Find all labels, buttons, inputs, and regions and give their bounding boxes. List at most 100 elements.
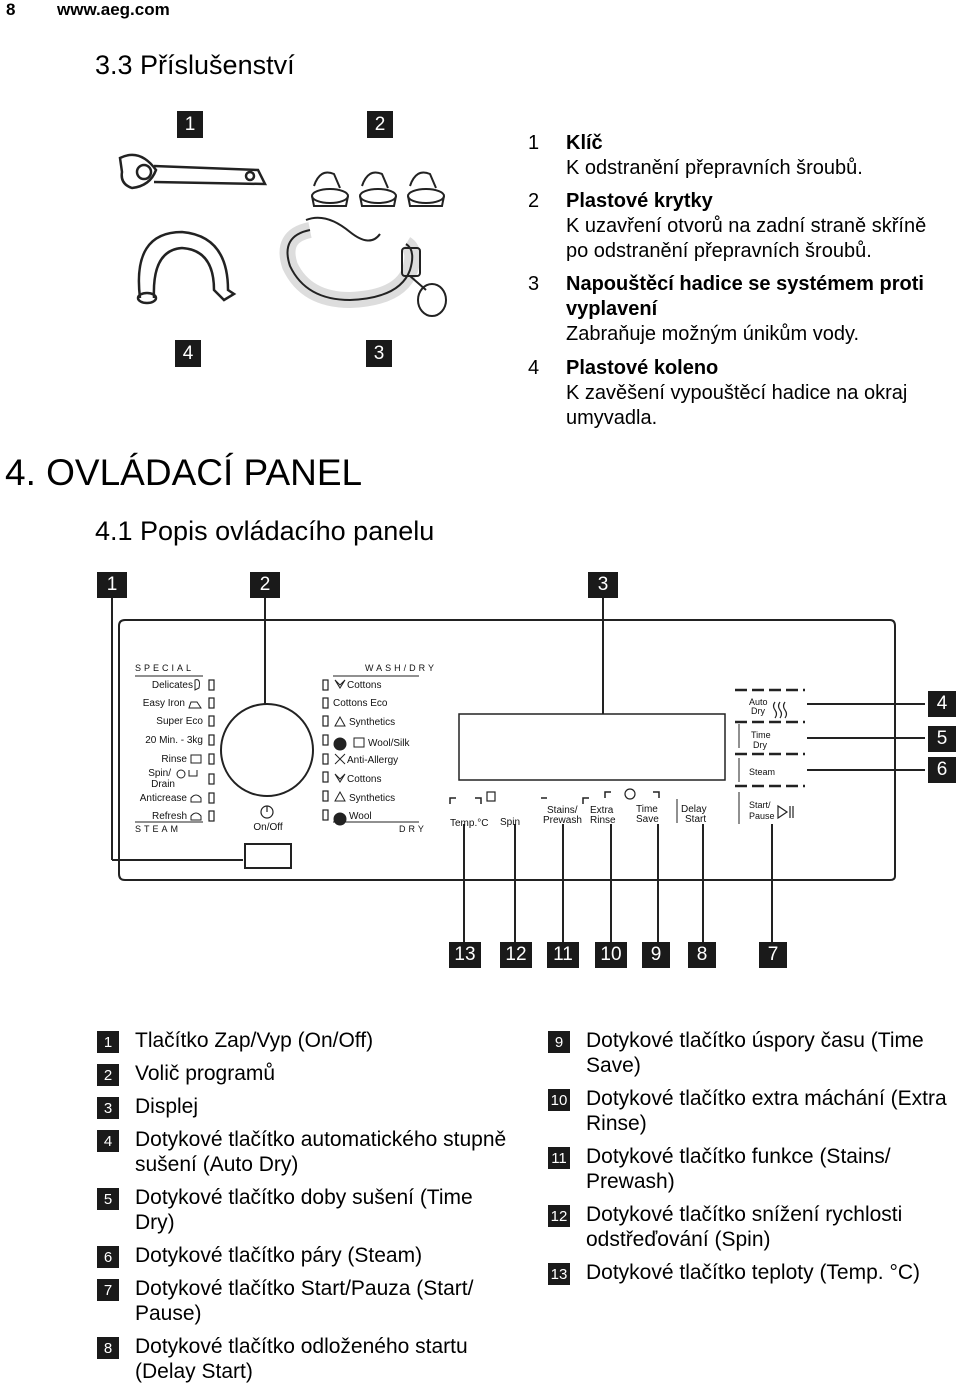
elbow-icon: [136, 230, 237, 305]
program-cottons[interactable]: Cottons: [347, 680, 381, 691]
control-panel-diagram: SPECIAL STEAM Delicates Easy Iron Super …: [111, 598, 925, 942]
stains-button-line1[interactable]: Stains/: [547, 805, 578, 816]
program-cottons-dry[interactable]: Cottons: [347, 774, 381, 785]
accessory-description: K odstranění přepravních šroubů.: [566, 157, 863, 179]
program-wool-dry[interactable]: Wool: [349, 811, 372, 822]
program-drain[interactable]: Drain: [151, 779, 175, 790]
display: [458, 713, 726, 781]
program-refresh[interactable]: Refresh: [152, 811, 187, 822]
accessories-heading: 3.3 Příslušenství: [95, 50, 295, 80]
time-dry-button-line1[interactable]: Time: [751, 730, 771, 740]
stains-button-line2[interactable]: Prewash: [543, 815, 582, 826]
time-dry-button-line2[interactable]: Dry: [753, 740, 767, 750]
special-heading: SPECIAL: [135, 663, 194, 673]
time-save-button-line2[interactable]: Save: [636, 814, 659, 825]
program-20min[interactable]: 20 Min. - 3kg: [145, 735, 203, 746]
start-pause-button-line2[interactable]: Pause: [749, 811, 775, 821]
program-wool-silk[interactable]: Wool/Silk: [368, 738, 410, 749]
accessory-number: 2: [528, 190, 540, 212]
accessory-image-label-3: 3: [366, 340, 392, 367]
accessory-number: 3: [528, 273, 540, 295]
time-save-button-line1[interactable]: Time: [636, 804, 658, 815]
auto-dry-button-line1[interactable]: Auto: [749, 697, 768, 707]
legend-item-5: 5 Dotykové tlačítko doby sušení (Time Dr…: [97, 1185, 517, 1235]
legend-text: Dotykové tlačítko úspory času (Time Save…: [586, 1029, 924, 1077]
temp-lock-icon: [486, 791, 496, 802]
accessory-image-label-4: 4: [175, 340, 201, 367]
play-pause-icon: [777, 804, 794, 820]
accessory-image-label-2: 2: [367, 111, 393, 138]
legend-number: 13: [548, 1263, 570, 1285]
accessories-illustration: [118, 153, 447, 317]
panel-label-12: 12: [500, 942, 532, 968]
auto-dry-button-line2[interactable]: Dry: [751, 706, 765, 716]
program-cottons-eco[interactable]: Cottons Eco: [333, 698, 388, 709]
start-pause-button-line1[interactable]: Start/: [749, 800, 771, 810]
legend-number: 4: [97, 1130, 119, 1152]
program-super-eco[interactable]: Super Eco: [156, 716, 203, 727]
control-panel-heading: 4. OVLÁDACÍ PANEL: [5, 452, 363, 493]
temp-button[interactable]: Temp.°C: [450, 818, 488, 829]
legend-item-1: 1 Tlačítko Zap/Vyp (On/Off): [97, 1028, 517, 1053]
legend-item-6: 6 Dotykové tlačítko páry (Steam): [97, 1243, 517, 1268]
legend-text: Dotykové tlačítko funkce (Stains/ Prewas…: [586, 1145, 891, 1193]
program-easy-iron[interactable]: Easy Iron: [143, 698, 185, 709]
heat-waves-icon: [772, 701, 788, 719]
legend-number: 6: [97, 1246, 119, 1268]
spin-button[interactable]: Spin: [500, 817, 520, 828]
program-anticrease[interactable]: Anticrease: [140, 793, 188, 804]
panel-label-8: 8: [688, 942, 716, 968]
accessory-image-label-1: 1: [177, 111, 203, 138]
legend-text: Dotykové tlačítko automatického stupně s…: [135, 1128, 507, 1176]
legend-number: 8: [97, 1337, 119, 1359]
legend-item-13: 13 Dotykové tlačítko teploty (Temp. °C): [548, 1260, 958, 1285]
steam-button[interactable]: Steam: [749, 767, 775, 777]
legend-number: 2: [97, 1064, 119, 1086]
program-spin[interactable]: Spin/: [148, 768, 171, 779]
panel-label-1: 1: [97, 572, 127, 598]
panel-label-9: 9: [642, 942, 670, 968]
hose-icon: [279, 216, 447, 317]
panel-label-7: 7: [759, 942, 787, 968]
legend-text: Dotykové tlačítko páry (Steam): [135, 1244, 423, 1267]
panel-label-4: 4: [928, 691, 956, 717]
legend-number: 10: [548, 1089, 570, 1111]
wash-dry-heading: WASH/DRY: [365, 663, 437, 673]
accessory-title: Napouštěcí hadice se systémem proti vypl…: [566, 273, 924, 320]
legend-text: Dotykové tlačítko extra máchání (Extra R…: [586, 1087, 947, 1135]
legend-text: Volič programů: [135, 1062, 276, 1085]
panel-label-6: 6: [928, 757, 956, 783]
program-delicates[interactable]: Delicates: [152, 680, 193, 691]
accessory-item-3: 3 Napouštěcí hadice se systémem proti vy…: [528, 272, 953, 347]
accessory-title: Plastové krytky: [566, 190, 713, 212]
legend-item-3: 3 Displej: [97, 1094, 517, 1119]
legend-item-8: 8 Dotykové tlačítko odloženého startu (D…: [97, 1334, 517, 1384]
legend-number: 3: [97, 1097, 119, 1119]
legend-item-2: 2 Volič programů: [97, 1061, 517, 1086]
accessory-description: K zavěšení vypouštěcí hadice na okraj um…: [566, 382, 908, 429]
delay-start-button-line1[interactable]: Delay: [681, 804, 707, 815]
dry-heading: DRY: [399, 824, 427, 834]
delay-start-button-line2[interactable]: Start: [685, 814, 706, 825]
accessory-number: 1: [528, 132, 540, 154]
program-rinse[interactable]: Rinse: [161, 754, 187, 765]
program-anti-allergy[interactable]: Anti-Allergy: [347, 755, 398, 766]
legend-number: 1: [97, 1031, 119, 1053]
program-small-icon: [176, 679, 202, 821]
program-synthetics[interactable]: Synthetics: [349, 717, 395, 728]
legend-text: Displej: [135, 1095, 199, 1118]
legend-number: 12: [548, 1205, 570, 1227]
program-small-icon: [333, 679, 365, 826]
program-selector-knob[interactable]: [220, 703, 314, 797]
website-link[interactable]: www.aeg.com: [57, 0, 170, 19]
program-synthetics-dry[interactable]: Synthetics: [349, 793, 395, 804]
legend-text: Dotykové tlačítko odloženého startu (Del…: [135, 1335, 468, 1383]
extra-rinse-button-line1[interactable]: Extra: [590, 805, 614, 816]
on-off-button[interactable]: [244, 843, 292, 869]
extra-rinse-button-line2[interactable]: Rinse: [590, 815, 616, 826]
accessory-title: Klíč: [566, 132, 603, 154]
legend-text: Dotykové tlačítko teploty (Temp. °C): [586, 1261, 921, 1284]
panel-label-11: 11: [547, 942, 579, 968]
